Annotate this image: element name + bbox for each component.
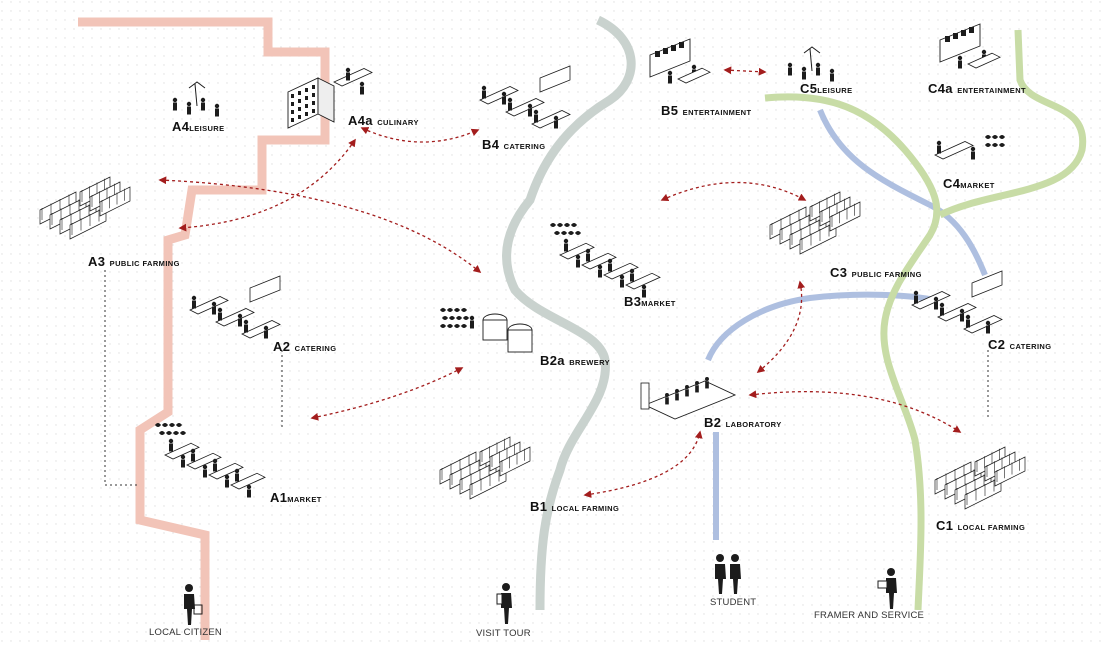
local-citizen-label: LOCAL CITIZEN bbox=[149, 627, 222, 638]
node-code: B3 bbox=[624, 294, 641, 309]
node-name: PUBLIC FARMING bbox=[852, 270, 922, 279]
label-c2: C2 CATERING bbox=[988, 336, 1051, 354]
node-code: C4 bbox=[943, 176, 960, 191]
node-code: C5 bbox=[800, 81, 817, 96]
node-name: PUBLIC FARMING bbox=[110, 259, 180, 268]
label-b3: B3MARKET bbox=[624, 293, 676, 311]
node-name: CULINARY bbox=[377, 118, 419, 127]
node-code: B2a bbox=[540, 353, 565, 368]
node-code: B2 bbox=[704, 415, 721, 430]
label-a1: A1MARKET bbox=[270, 489, 322, 507]
student-label: STUDENT bbox=[710, 597, 756, 608]
node-code: A2 bbox=[273, 339, 290, 354]
node-code: B4 bbox=[482, 137, 499, 152]
node-code: C4a bbox=[928, 81, 953, 96]
node-name: CATERING bbox=[295, 344, 337, 353]
label-c5: C5LEISURE bbox=[800, 80, 853, 98]
node-name: LEISURE bbox=[189, 124, 224, 133]
label-a2: A2 CATERING bbox=[273, 338, 336, 356]
label-c3: C3 PUBLIC FARMING bbox=[830, 264, 922, 282]
node-name: BREWERY bbox=[569, 358, 610, 367]
node-name: ENTERTAINMENT bbox=[683, 108, 752, 117]
node-code: B1 bbox=[530, 499, 547, 514]
node-name: CATERING bbox=[1010, 342, 1052, 351]
node-code: C1 bbox=[936, 518, 953, 533]
node-name: CATERING bbox=[504, 142, 546, 151]
label-b5: B5 ENTERTAINMENT bbox=[661, 102, 751, 120]
node-code: C2 bbox=[988, 337, 1005, 352]
label-c4: C4MARKET bbox=[943, 175, 995, 193]
label-c1: C1 LOCAL FARMING bbox=[936, 517, 1025, 535]
node-code: A3 bbox=[88, 254, 105, 269]
label-b4: B4 CATERING bbox=[482, 136, 545, 154]
farmer-label: FRAMER AND SERVICE bbox=[814, 610, 924, 621]
node-code: A4 bbox=[172, 119, 189, 134]
visit-tour-person-icon bbox=[494, 582, 520, 626]
node-name: LOCAL FARMING bbox=[552, 504, 620, 513]
node-name: MARKET bbox=[287, 495, 321, 504]
node-code: A4a bbox=[348, 113, 373, 128]
local-citizen-person-icon bbox=[178, 583, 204, 627]
label-a4: A4LEISURE bbox=[172, 118, 225, 136]
label-b2a: B2a BREWERY bbox=[540, 352, 610, 370]
farmer-person-icon bbox=[876, 567, 904, 611]
node-code: C3 bbox=[830, 265, 847, 280]
student-persons-icon bbox=[710, 553, 746, 595]
label-b1: B1 LOCAL FARMING bbox=[530, 498, 619, 516]
label-b2: B2 LABORATORY bbox=[704, 414, 782, 432]
node-name: LABORATORY bbox=[726, 420, 782, 429]
node-name: MARKET bbox=[641, 299, 675, 308]
node-name: MARKET bbox=[960, 181, 994, 190]
label-a4a: A4a CULINARY bbox=[348, 112, 419, 130]
node-code: A1 bbox=[270, 490, 287, 505]
node-name: LOCAL FARMING bbox=[958, 523, 1026, 532]
visit-tour-label: VISIT TOUR bbox=[476, 628, 531, 639]
label-a3: A3 PUBLIC FARMING bbox=[88, 253, 180, 271]
node-name: LEISURE bbox=[817, 86, 852, 95]
node-name: ENTERTAINMENT bbox=[957, 86, 1026, 95]
node-code: B5 bbox=[661, 103, 678, 118]
label-c4a: C4a ENTERTAINMENT bbox=[928, 80, 1026, 98]
